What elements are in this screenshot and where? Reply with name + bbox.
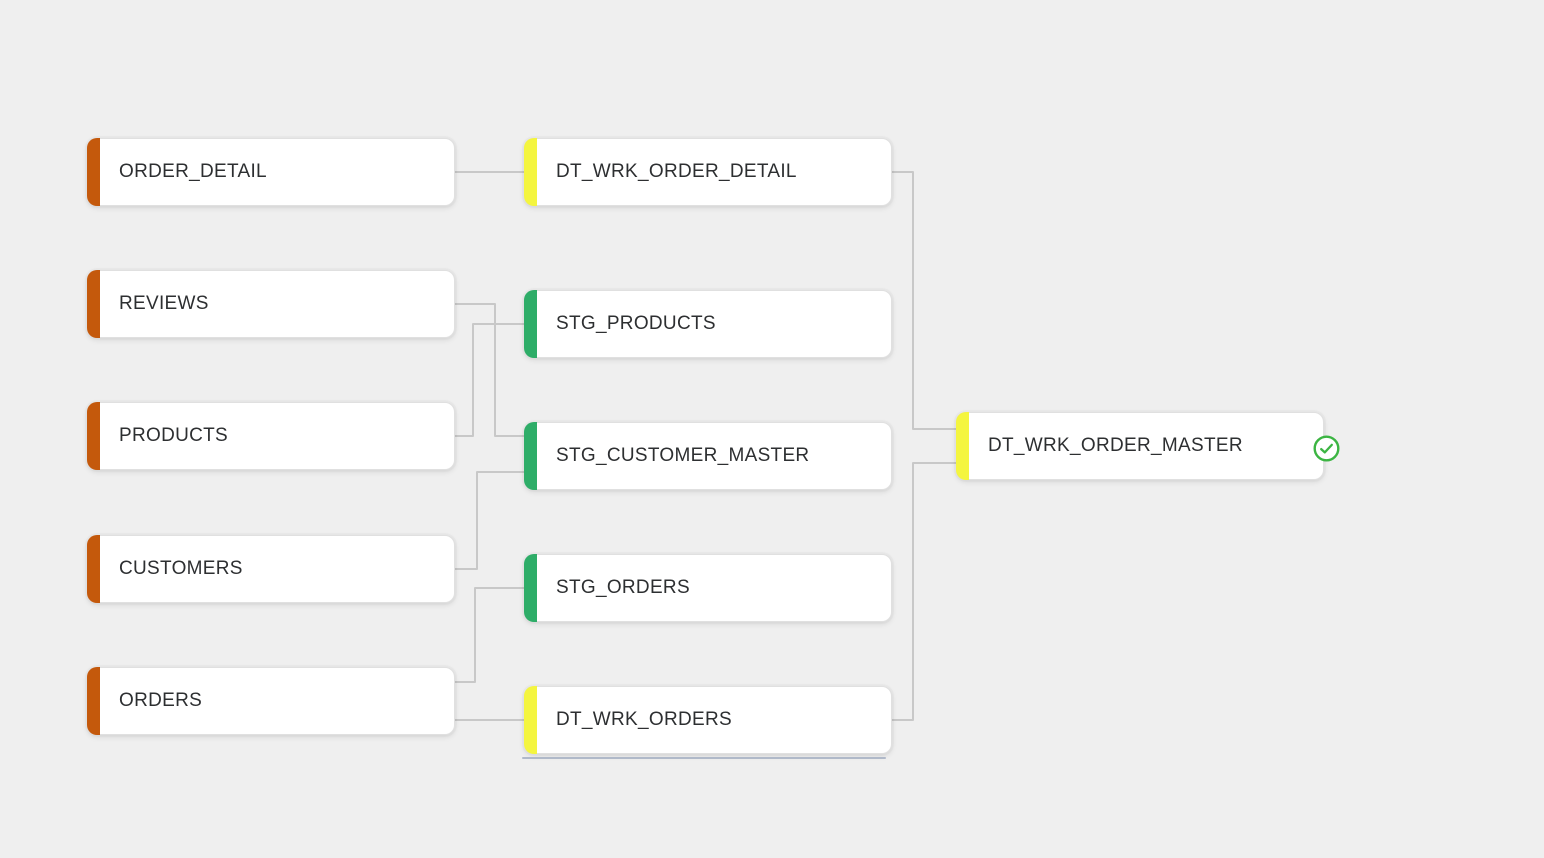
node-stg-customer-master[interactable]: STG_CUSTOMER_MASTER	[524, 422, 892, 490]
node-dt-wrk-orders[interactable]: DT_WRK_ORDERS	[522, 686, 892, 759]
source-accent-bar	[87, 138, 100, 206]
edge-dt-wrk-order-detail-to-dt-wrk-order-master	[892, 171, 956, 430]
source-accent-bar	[87, 667, 100, 735]
edge-customers-to-stg-customer-master	[455, 471, 524, 570]
node-stg-products[interactable]: STG_PRODUCTS	[524, 290, 892, 358]
node-label: PRODUCTS	[119, 425, 229, 446]
check-circle-icon	[1313, 435, 1340, 462]
node-dt-wrk-order-detail[interactable]: DT_WRK_ORDER_DETAIL	[524, 138, 892, 206]
source-accent-bar	[87, 535, 100, 603]
node-customers[interactable]: CUSTOMERS	[87, 535, 455, 603]
edge-dt-wrk-orders-to-dt-wrk-order-master	[892, 462, 956, 721]
node-stg-orders[interactable]: STG_ORDERS	[524, 554, 892, 622]
source-accent-bar	[87, 402, 100, 470]
edge-orders-to-stg-orders	[455, 587, 524, 683]
node-label: ORDER_DETAIL	[119, 161, 267, 182]
staging-accent-bar	[524, 554, 537, 622]
node-reviews[interactable]: REVIEWS	[87, 270, 455, 338]
node-order-detail[interactable]: ORDER_DETAIL	[87, 138, 455, 206]
staging-accent-bar	[524, 422, 537, 490]
node-label: STG_ORDERS	[556, 577, 690, 598]
edge-reviews-to-stg-customer-master	[455, 303, 524, 437]
work-accent-bar	[524, 138, 537, 206]
staging-accent-bar	[524, 290, 537, 358]
source-accent-bar	[87, 270, 100, 338]
node-label: STG_CUSTOMER_MASTER	[556, 445, 810, 466]
selection-underline	[522, 757, 886, 759]
node-label: DT_WRK_ORDER_MASTER	[988, 435, 1243, 456]
edge-products-to-stg-products	[455, 323, 524, 437]
node-dt-wrk-order-master[interactable]: DT_WRK_ORDER_MASTER	[956, 412, 1340, 480]
work-accent-bar	[956, 412, 969, 480]
node-products[interactable]: PRODUCTS	[87, 402, 455, 470]
node-label: DT_WRK_ORDER_DETAIL	[556, 161, 797, 182]
node-orders[interactable]: ORDERS	[87, 667, 455, 735]
work-accent-bar	[524, 686, 537, 754]
node-label: CUSTOMERS	[119, 558, 243, 579]
node-label: REVIEWS	[119, 293, 209, 314]
node-label: STG_PRODUCTS	[556, 313, 716, 334]
node-label: ORDERS	[119, 690, 203, 711]
node-label: DT_WRK_ORDERS	[556, 709, 732, 730]
